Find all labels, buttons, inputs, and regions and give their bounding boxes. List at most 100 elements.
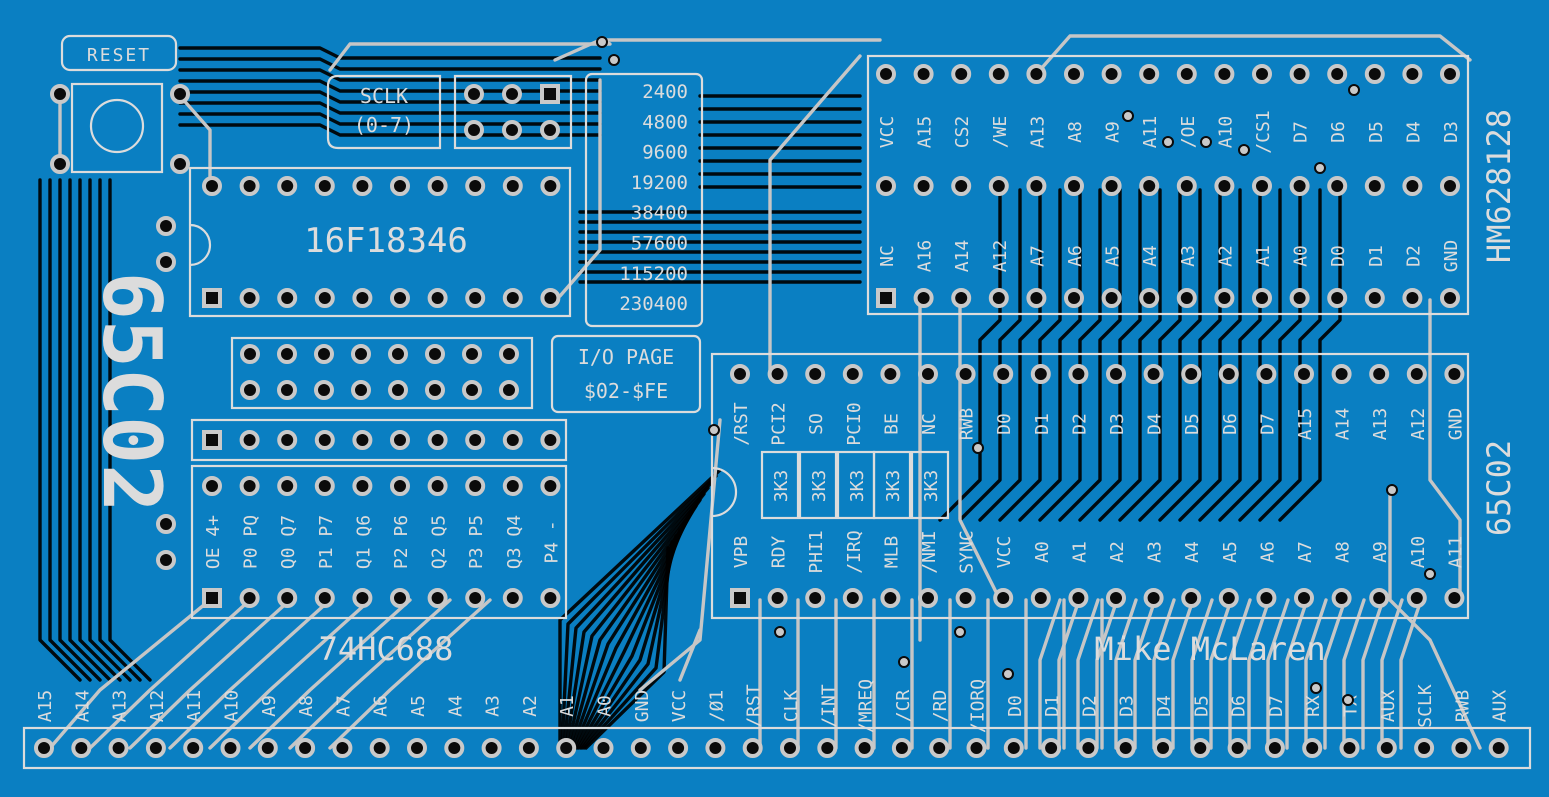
ram-lower-pad-10: [1214, 288, 1235, 308]
ram-bottom-pin-label-6: A6: [1065, 245, 1086, 267]
trace-left-1: [48, 178, 92, 682]
ram-outline: [866, 54, 1470, 316]
ram-bottom-pin-label-4: A12: [990, 240, 1011, 273]
comparator-top-pad-5: [352, 476, 373, 496]
bus-pin-label-8: A8: [296, 695, 317, 717]
comparator-pin-label-5: Q1 Q6: [353, 515, 374, 569]
bus-connector-pad-29: [1078, 738, 1099, 758]
trace-left-0: [38, 178, 82, 682]
cpu-top-pad-2: [767, 364, 788, 384]
cpu-top-pad-10: [1068, 364, 1089, 384]
pic-bottom-pad-9: [502, 288, 523, 308]
cpu-bottom-pin-label-9: A0: [1032, 541, 1053, 563]
bus-connector-pad-6: [220, 738, 241, 758]
cpu-bottom-pad-9: [1030, 588, 1051, 608]
bus-connector-pad-30: [1115, 738, 1136, 758]
pic-bottom-pad-5: [352, 288, 373, 308]
cpu-top-pad-13: [1181, 364, 1202, 384]
comparator-top-pad-9: [502, 476, 523, 496]
reset-pad-1: [50, 84, 70, 104]
sclk-jumper-pad-3: [540, 84, 560, 104]
cpu-bottom-pad-7: [955, 588, 976, 608]
bus-connector-pad-31: [1153, 738, 1173, 758]
trace-bus-grey-19: [1399, 598, 1423, 750]
sclk-label-frame: [326, 74, 442, 150]
cpu-top-pin-label-15: D7: [1257, 413, 1278, 435]
comparator-header-frame: [190, 418, 568, 462]
io-page-line2: $02-$FE: [584, 379, 668, 403]
ram-bottom-pin-label-1: NC: [877, 245, 898, 267]
bus-connector-pad-34: [1264, 738, 1285, 758]
address-jumper-pad-16: [499, 380, 519, 400]
cpu-bottom-pin-label-20: A11: [1445, 536, 1466, 569]
via-14: [898, 656, 910, 668]
bus-pin-label-38: SCLK: [1415, 684, 1436, 728]
cpu-top-pad-6: [918, 364, 938, 384]
trace-grey-4: [768, 54, 862, 374]
cpu-top-pin-label-3: SO: [806, 413, 827, 435]
pic-top-pad-8: [465, 176, 486, 196]
cpu-top-pad-16: [1294, 364, 1314, 384]
comparator-top-pad-8: [465, 476, 486, 496]
cpu-bottom-pin-label-10: A1: [1069, 541, 1090, 563]
cpu-bottom-pad-3: [805, 588, 826, 608]
address-jumper-pad-14: [425, 380, 445, 400]
cpu-bottom-pin-label-1: VPB: [731, 536, 752, 569]
cpu-bottom-pin-label-5: MLB: [881, 536, 902, 569]
pic-bottom-pad-7: [427, 288, 448, 308]
baud-rate-6: 57600: [631, 233, 688, 255]
via-15: [954, 626, 966, 638]
comparator-header-pad-7: [427, 430, 448, 450]
ram-upper-pad-13: [1327, 176, 1348, 196]
comparator-aux-pad-1: [156, 514, 176, 534]
ram-top-pin-label-1: VCC: [877, 116, 898, 149]
cpu-bottom-pad-14: [1218, 588, 1239, 608]
cpu-top-pin-label-7: RWB: [957, 408, 978, 441]
pic-top-pad-9: [502, 176, 523, 196]
cpu-bottom-pad-10: [1068, 588, 1089, 608]
cpu-bottom-pin-label-18: A9: [1370, 541, 1391, 563]
ram-top-pin-label-15: D4: [1403, 121, 1424, 143]
comparator-top-pad-7: [427, 476, 448, 496]
pic-top-pad-1: [202, 176, 222, 196]
comparator-header-pad-3: [277, 430, 298, 450]
cpu-bottom-pad-15: [1256, 588, 1277, 608]
cpu-bottom-pin-label-15: A6: [1257, 541, 1278, 563]
ram-bottom-pin-label-7: A5: [1103, 245, 1124, 267]
trace-ram-8: [1098, 188, 1162, 522]
ram-lower-pad-12: [1289, 288, 1310, 308]
bus-connector-pad-38: [1414, 738, 1435, 758]
reset-pad-3: [50, 154, 70, 174]
ram-upper-pad-16: [1440, 176, 1460, 196]
bus-pin-label-4: A12: [147, 690, 168, 723]
trace-fan-0: [558, 468, 722, 750]
io-page-line1: I/O PAGE: [578, 345, 674, 369]
ram-lower-pad-15: [1402, 288, 1423, 308]
trace-bus-grey-9: [1209, 598, 1233, 750]
reset-switch-outline: [70, 82, 164, 174]
cpu-bottom-pad-1: [730, 588, 750, 608]
trace-top-1: [178, 57, 602, 71]
ram-upper-pad-7: [1101, 176, 1122, 196]
cpu-bottom-pin-label-17: A8: [1333, 541, 1354, 563]
ram-upper-pad-1: [876, 176, 896, 196]
solder-pads: [34, 36, 1509, 758]
ram-lower-pad-7: [1101, 288, 1122, 308]
bus-connector-pad-18: [668, 738, 689, 758]
trace-fan-2: [562, 480, 714, 750]
pic-top-pad-6: [390, 176, 410, 196]
cpu-top-pin-label-8: D0: [994, 413, 1015, 435]
cpu-bottom-pin-label-7: SYNC: [957, 530, 978, 573]
ram-top-pin-label-14: D5: [1366, 121, 1387, 143]
ram-bottom-pin-label-15: D2: [1403, 245, 1424, 267]
bus-connector-pad-20: [742, 738, 763, 758]
comparator-label: 74HC688: [319, 630, 454, 668]
address-jumper-pad-13: [388, 380, 408, 400]
address-jumper-pad-12: [351, 380, 371, 400]
reset-switch-button[interactable]: [89, 98, 145, 154]
baud-rate-7: 115200: [619, 263, 688, 285]
ram-upper-pad-2: [913, 176, 934, 196]
trace-bus-grey-0: [1038, 598, 1062, 750]
